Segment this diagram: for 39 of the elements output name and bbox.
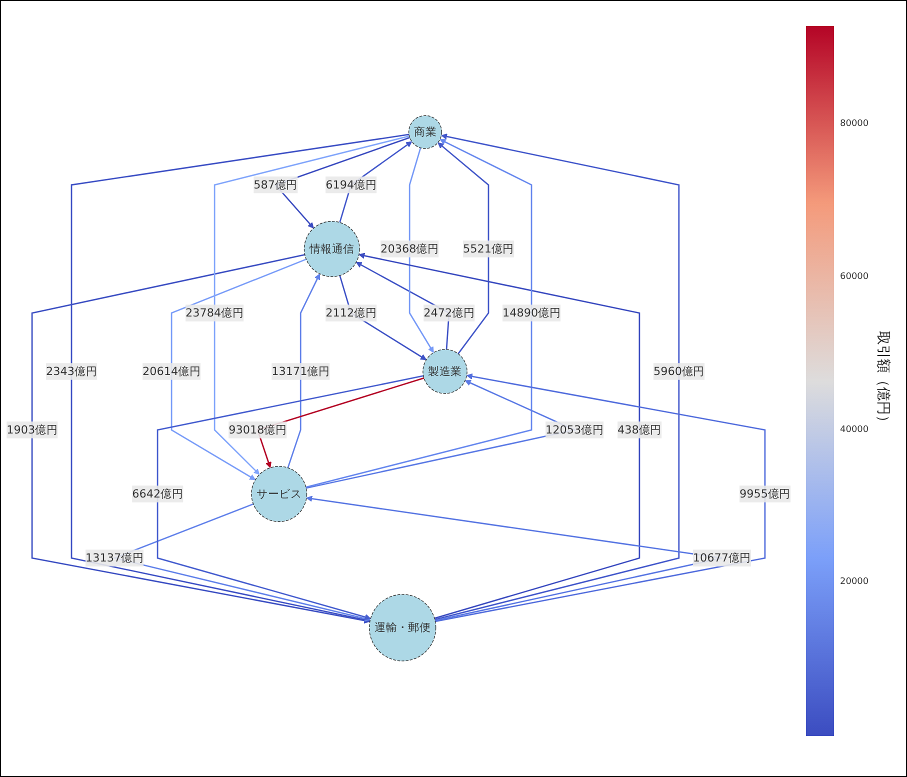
tick-label: 20000	[840, 577, 869, 588]
edge-label: 93018億円	[228, 423, 287, 436]
edge-label: 6642億円	[132, 487, 184, 500]
edge-label: 9955億円	[739, 487, 790, 500]
edge-label: 2112億円	[326, 306, 376, 320]
colorbar-title: 取引額（億円）	[874, 331, 892, 429]
node-circle: 製造業	[422, 349, 468, 394]
edge-label: 13171億円	[272, 364, 330, 378]
arrow	[170, 258, 306, 480]
edge-label: 10677億円	[692, 551, 751, 565]
arrow	[408, 148, 434, 354]
edge-label: 12053億円	[546, 423, 604, 436]
arrow	[438, 142, 490, 354]
node-circle: 情報通信	[304, 221, 360, 278]
edge-label: 2343億円	[46, 364, 97, 378]
edge-label: 20368億円	[380, 242, 439, 256]
arrow	[435, 374, 766, 622]
tick-label: 60000	[840, 272, 869, 282]
arrow	[214, 136, 410, 475]
edge-label: 587億円	[254, 178, 298, 192]
edge-label: 2472億円	[424, 306, 474, 320]
edge-label: 20614億円	[142, 364, 201, 378]
tick-label: 40000	[840, 424, 869, 435]
edge-label: 14890億円	[502, 306, 561, 320]
node-circle: サービス	[251, 466, 308, 522]
tick-label: 80000	[840, 119, 869, 130]
edge-label: 1903億円	[6, 423, 58, 436]
edge-label: 438億円	[618, 423, 662, 436]
edge-label: 6194億円	[326, 178, 376, 192]
node-circle: 商業	[408, 115, 442, 150]
arrow	[358, 252, 640, 620]
arrow	[287, 274, 320, 468]
edge-label: 13137億円	[86, 551, 144, 565]
edge-label: 23784億円	[186, 306, 244, 320]
edge-label: 5521億円	[463, 242, 514, 256]
arrow	[434, 134, 680, 620]
node-circle: 運輸・郵便	[368, 594, 436, 662]
arrow	[306, 139, 532, 488]
edge-label: 5960億円	[653, 364, 704, 378]
